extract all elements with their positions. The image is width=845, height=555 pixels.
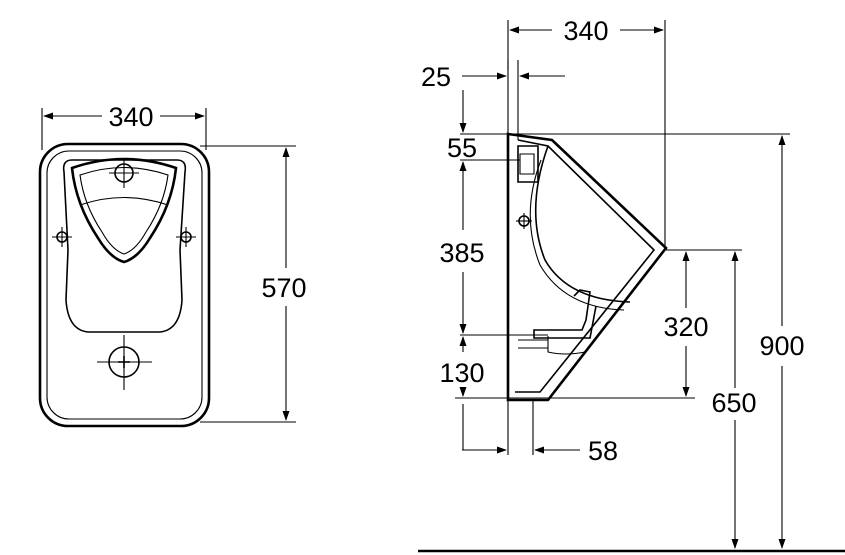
side-bowl-curve bbox=[534, 145, 631, 303]
side-wall-offset-dimension: 25 bbox=[421, 62, 565, 92]
front-fixing-left bbox=[52, 227, 72, 247]
side-wall-offset-label: 25 bbox=[421, 62, 451, 92]
front-view: 340 570 bbox=[38, 102, 307, 428]
front-width-dimension: 340 bbox=[41, 102, 207, 150]
side-depth-label: 340 bbox=[563, 16, 608, 46]
front-outlet-mark bbox=[97, 335, 152, 390]
side-body-outline bbox=[506, 132, 668, 402]
side-inlet-fitting bbox=[519, 153, 535, 175]
side-bowl-curve-inner bbox=[529, 159, 625, 311]
side-outlet-height-dimension: 130 bbox=[439, 336, 695, 399]
side-floor-top-label: 900 bbox=[759, 331, 804, 361]
front-bowl-outline bbox=[62, 159, 187, 333]
side-inlet-outlet-label: 385 bbox=[439, 238, 484, 268]
side-fixing-mark bbox=[516, 213, 532, 229]
side-outlet-pipe bbox=[518, 336, 586, 355]
front-outer-body bbox=[38, 142, 211, 428]
front-width-label: 340 bbox=[108, 102, 153, 132]
side-siphon bbox=[533, 289, 597, 339]
side-depth-dimension: 340 bbox=[507, 16, 666, 248]
front-inner-body bbox=[46, 150, 203, 420]
side-outlet-height-label: 130 bbox=[439, 358, 484, 388]
front-inlet-mark bbox=[109, 158, 139, 188]
side-floor-bottom-label: 650 bbox=[711, 388, 756, 418]
side-rim-dimension: 320 bbox=[663, 249, 742, 397]
side-view: 340 25 55 385 130 bbox=[418, 16, 845, 553]
side-rim-label: 320 bbox=[663, 312, 708, 342]
side-projection-label: 58 bbox=[588, 436, 618, 466]
front-spreader-inner bbox=[79, 166, 169, 255]
side-top-offset-label: 55 bbox=[447, 133, 477, 163]
side-floor-top-dimension: 900 bbox=[759, 135, 805, 549]
front-height-label: 570 bbox=[261, 273, 306, 303]
front-height-dimension: 570 bbox=[200, 145, 307, 423]
side-top-offset-dimension: 55 bbox=[447, 90, 790, 163]
front-spreader bbox=[70, 157, 178, 264]
side-body-inner bbox=[515, 139, 656, 393]
front-spreader-recess bbox=[79, 196, 169, 206]
front-fixing-right bbox=[176, 227, 196, 247]
side-projection-dimension: 58 bbox=[462, 404, 618, 466]
side-floor-bottom-dimension: 650 bbox=[711, 251, 757, 549]
side-inlet-outlet-dimension: 385 bbox=[439, 161, 548, 336]
side-inlet-block bbox=[517, 145, 539, 183]
